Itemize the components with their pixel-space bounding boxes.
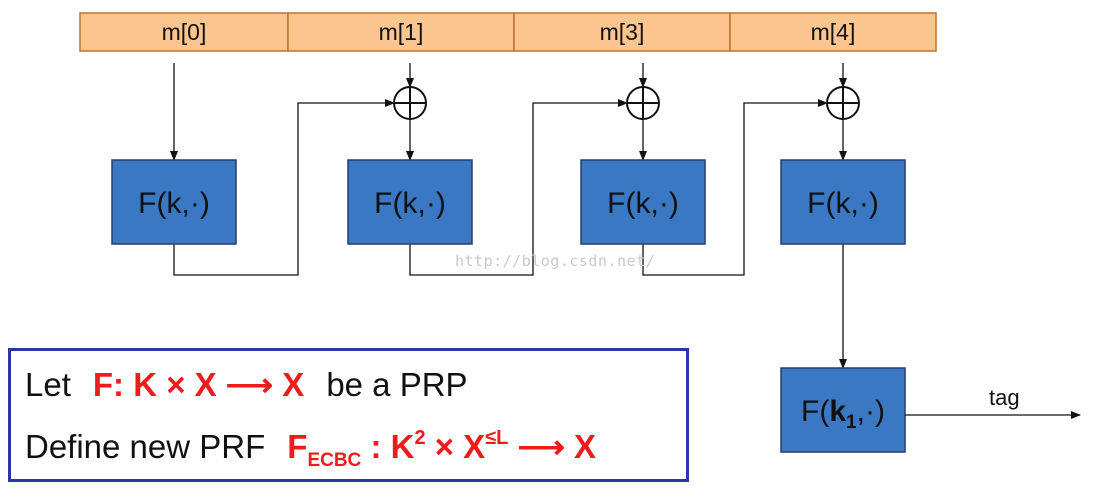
be-a-prp-text: be a PRP: [326, 366, 468, 403]
ecbc-formula: FECBC : K2 × X≤L ⟶ X: [287, 427, 597, 471]
final-prf-box: [780, 367, 906, 453]
prp-formula: F: K × X ⟶ X: [92, 366, 305, 403]
message-label: m[3]: [600, 19, 645, 45]
prf-label: F(k,·): [138, 187, 210, 220]
watermark-text: http://blog.csdn.net/: [455, 252, 656, 270]
prf-label: F(k,·): [607, 187, 679, 220]
tag-label: tag: [989, 385, 1020, 410]
prf-blocks: F(k,·) F(k,·) F(k,·) F(k,·): [111, 159, 906, 245]
final-prf-block: F(k1,·): [780, 367, 906, 453]
xor-gates: [393, 86, 860, 120]
message-label: m[1]: [379, 19, 424, 45]
message-label: m[0]: [162, 19, 207, 45]
chain-connector: [409, 99, 628, 276]
define-prf-text: Define new PRF: [25, 428, 266, 465]
prf-label: F(k,·): [374, 187, 446, 220]
definition-box: Let F: K × X ⟶ X be a PRP Define new PRF FE…: [8, 348, 689, 482]
message-cell: [729, 12, 937, 52]
prf-box: [347, 159, 473, 245]
final-prf-label: F(k1,·): [801, 395, 885, 433]
let-text: Let: [25, 366, 71, 403]
definition-line-prf: Define new PRF FECBC : K2 × X≤L ⟶ X: [25, 427, 596, 472]
message-cell: [287, 12, 515, 52]
message-cell: [79, 12, 289, 52]
prf-box: [111, 159, 237, 245]
chain-connectors: [170, 63, 847, 369]
prf-box: [780, 159, 906, 245]
prf-label: F(k,·): [807, 187, 879, 220]
message-label: m[4]: [811, 19, 856, 45]
chain-connector: [642, 99, 828, 276]
message-blocks-bar: m[0] m[1] m[3] m[4]: [79, 12, 937, 52]
prf-box: [580, 159, 706, 245]
definition-line-prp: Let F: K × X ⟶ X be a PRP: [25, 365, 468, 404]
chain-connector: [173, 99, 395, 276]
tag-output: tag: [905, 385, 1081, 419]
